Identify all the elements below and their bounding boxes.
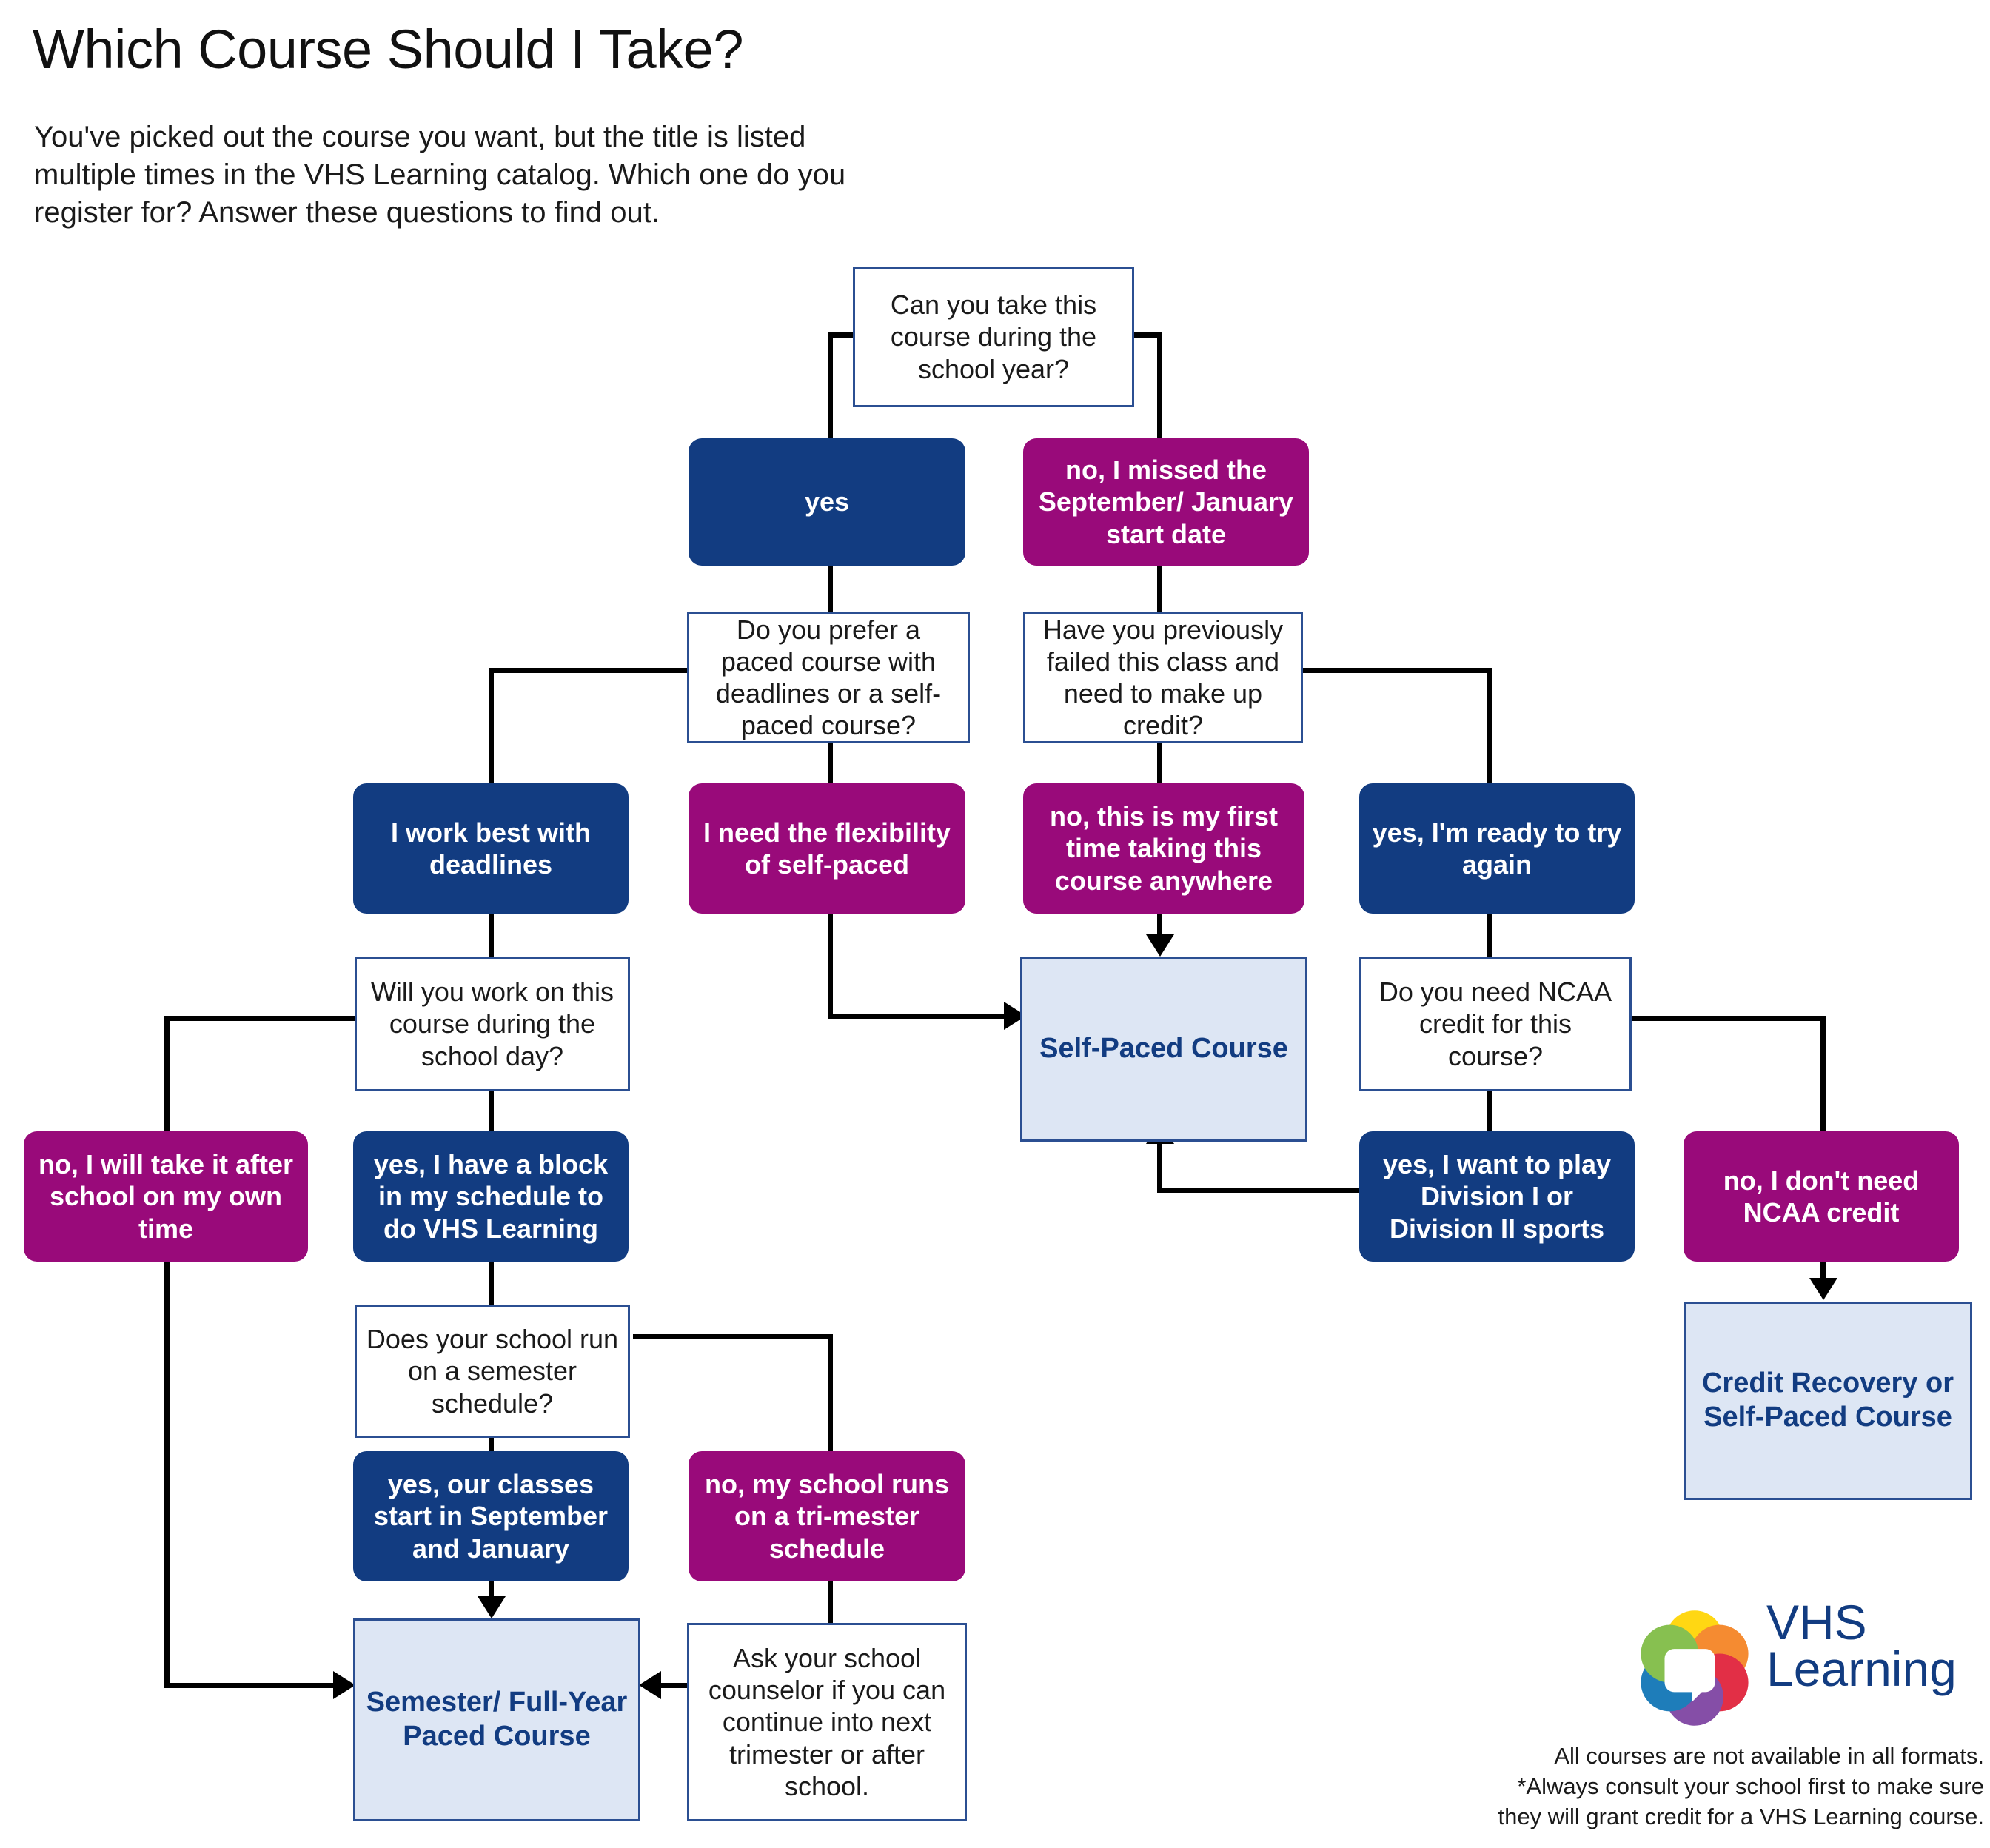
connector-ncaa-right-v (1820, 1016, 1826, 1134)
connector-root-right-h (1131, 332, 1162, 338)
arrowhead-counselor-to-semester (639, 1671, 661, 1699)
question-paced-or-selfpaced[interactable]: Do you prefer a paced course with deadli… (687, 612, 970, 743)
question-need-ncaa-credit-label: Do you need NCAA credit for this course? (1378, 977, 1612, 1071)
answer-work-best-with-deadlines-label: I work best with deadlines (390, 817, 592, 880)
question-previously-failed-label: Have you previously failed this class an… (1042, 614, 1284, 741)
question-need-ncaa-credit[interactable]: Do you need NCAA credit for this course? (1359, 957, 1632, 1091)
page-title: Which Course Should I Take? (33, 19, 744, 80)
connector-deadlines-to-schoolday (489, 911, 494, 957)
connector-sports-back-v (1157, 1140, 1162, 1191)
connector-semesterq-right-v (828, 1334, 833, 1453)
question-paced-or-selfpaced-label: Do you prefer a paced course with deadli… (715, 614, 942, 741)
logo-wordmark: VHS Learning (1766, 1595, 1957, 1697)
question-work-during-school-day[interactable]: Will you work on this course during the … (355, 957, 630, 1091)
connector-schoolday-left-h (164, 1016, 355, 1021)
question-work-during-school-day-label: Will you work on this course during the … (370, 977, 614, 1071)
connector-sept-v (489, 1577, 494, 1608)
connector-schoolday-bottom-v (489, 1088, 494, 1134)
connector-missed-to-failed (1157, 563, 1162, 615)
answer-after-school-own-time-label: no, I will take it after school on my ow… (38, 1149, 294, 1244)
result-semester-full-year[interactable]: Semester/ Full-Year Paced Course (353, 1618, 640, 1821)
connector-schoolday-left-v (164, 1016, 170, 1688)
connector-paced-bottom-v (828, 740, 833, 786)
result-self-paced-course-label: Self-Paced Course (1039, 1033, 1288, 1065)
logo-line-2: Learning (1766, 1641, 1957, 1697)
answer-first-time-taking-label: no, this is my first time taking this co… (1049, 801, 1279, 896)
answer-block-in-schedule-label: yes, I have a block in my schedule to do… (373, 1149, 609, 1244)
answer-yes[interactable]: yes (689, 438, 965, 566)
footer-line-1: All courses are not available in all for… (1554, 1743, 1984, 1769)
connector-failed-right-h (1301, 668, 1492, 673)
answer-division-sports[interactable]: yes, I want to play Division I or Divisi… (1359, 1131, 1635, 1262)
connector-firsttime-v (1157, 911, 1162, 946)
question-semester-schedule-label: Does your school run on a semester sched… (366, 1324, 619, 1419)
answer-missed-start-date-label: no, I missed the September/ January star… (1038, 455, 1294, 549)
answer-trimester-schedule-label: no, my school runs on a tri-mester sched… (704, 1469, 950, 1564)
connector-semesterq-right-h (633, 1334, 833, 1339)
question-school-year[interactable]: Can you take this course during the scho… (853, 267, 1134, 407)
connector-flex-h (828, 1014, 1016, 1019)
result-self-paced-course[interactable]: Self-Paced Course (1020, 957, 1307, 1142)
connector-failed-bottom-v (1157, 740, 1162, 786)
answer-need-flexibility-label: I need the flexibility of self-paced (703, 817, 951, 880)
answer-ready-try-again-label: yes, I'm ready to try again (1372, 817, 1622, 880)
connector-yes-to-paced (828, 563, 833, 615)
connector-root-left-h (828, 332, 857, 338)
connector-flex-v (828, 911, 833, 1019)
connector-ncaa-right-h (1629, 1016, 1826, 1021)
answer-work-best-with-deadlines[interactable]: I work best with deadlines (353, 783, 629, 914)
result-semester-full-year-label: Semester/ Full-Year Paced Course (366, 1687, 628, 1752)
note-ask-school-counselor-label: Ask your school counselor if you can con… (708, 1643, 946, 1801)
connector-trimester-to-counselor (828, 1577, 833, 1623)
connector-root-left-v (828, 332, 833, 455)
connector-noncaa-v (1820, 1259, 1826, 1290)
connector-paced-left-h (489, 668, 687, 673)
answer-block-in-schedule[interactable]: yes, I have a block in my schedule to do… (353, 1131, 629, 1262)
connector-block-to-semesterq (489, 1259, 494, 1305)
connector-counselor-to-semester-h (661, 1683, 687, 1688)
connector-sports-back-h (1157, 1188, 1368, 1193)
connector-root-right-v (1157, 332, 1162, 455)
answer-no-ncaa-credit-label: no, I don't need NCAA credit (1723, 1165, 1920, 1228)
answer-need-flexibility[interactable]: I need the flexibility of self-paced (689, 783, 965, 914)
arrowhead-firsttime-to-selfpaced (1146, 934, 1174, 957)
vhs-learning-logo: VHS Learning (1635, 1598, 1983, 1737)
result-credit-recovery[interactable]: Credit Recovery or Self-Paced Course (1684, 1302, 1972, 1500)
answer-after-school-own-time[interactable]: no, I will take it after school on my ow… (24, 1131, 308, 1262)
result-credit-recovery-label: Credit Recovery or Self-Paced Course (1701, 1367, 1954, 1433)
answer-ready-try-again[interactable]: yes, I'm ready to try again (1359, 783, 1635, 914)
connector-tryagain-to-ncaa (1487, 911, 1492, 957)
connector-failed-right-v (1487, 668, 1492, 786)
connector-ncaa-bottom-v (1487, 1088, 1492, 1134)
answer-division-sports-label: yes, I want to play Division I or Divisi… (1382, 1149, 1612, 1244)
footer-line-2: *Always consult your school first to mak… (1517, 1772, 1984, 1799)
page-intro: You've picked out the course you want, b… (34, 121, 846, 230)
answer-trimester-schedule[interactable]: no, my school runs on a tri-mester sched… (689, 1451, 965, 1581)
arrowhead-afterschool-to-semester (333, 1671, 355, 1699)
answer-classes-start-sept-jan-label: yes, our classes start in September and … (373, 1469, 609, 1564)
question-semester-schedule[interactable]: Does your school run on a semester sched… (355, 1305, 630, 1438)
note-ask-school-counselor[interactable]: Ask your school counselor if you can con… (687, 1623, 967, 1821)
question-school-year-label: Can you take this course during the scho… (890, 289, 1097, 384)
logo-line-1: VHS (1766, 1595, 1867, 1650)
answer-missed-start-date[interactable]: no, I missed the September/ January star… (1023, 438, 1309, 566)
question-previously-failed[interactable]: Have you previously failed this class an… (1023, 612, 1303, 743)
footer-note: All courses are not available in all for… (1436, 1741, 1984, 1832)
answer-first-time-taking[interactable]: no, this is my first time taking this co… (1023, 783, 1304, 914)
connector-paced-left-v (489, 668, 494, 786)
footer-line-3: they will grant credit for a VHS Learnin… (1498, 1803, 1984, 1829)
answer-classes-start-sept-jan[interactable]: yes, our classes start in September and … (353, 1451, 629, 1581)
connector-afterschool-to-semester-h (164, 1683, 349, 1688)
arrowhead-sept-to-semester (478, 1596, 506, 1618)
answer-yes-label: yes (804, 486, 850, 518)
arrowhead-noncaa-to-creditrecovery (1809, 1278, 1837, 1300)
answer-no-ncaa-credit[interactable]: no, I don't need NCAA credit (1684, 1131, 1959, 1262)
vhs-learning-petal-mark (1641, 1610, 1749, 1726)
